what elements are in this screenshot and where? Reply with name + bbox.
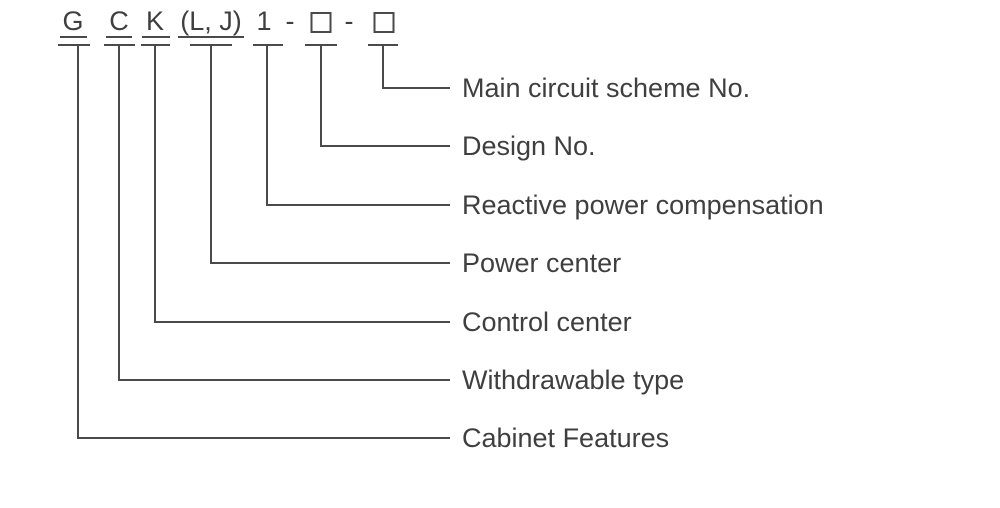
label-withdrawable-type: Withdrawable type — [462, 365, 685, 395]
code-char-1: 1 — [256, 6, 272, 36]
code-char-lj: (L, J) — [180, 6, 242, 36]
code-hyphen-2: - — [344, 6, 354, 36]
label-control-center: Control center — [462, 307, 632, 337]
square-placeholder-icon — [373, 12, 395, 33]
leader-lj — [190, 44, 450, 264]
label-cabinet-features: Cabinet Features — [462, 423, 670, 453]
leader-1 — [253, 44, 450, 206]
leader-k — [141, 44, 450, 323]
leader-g — [58, 44, 450, 439]
square-placeholder-icon — [310, 12, 332, 33]
code-char-g: G — [62, 6, 84, 36]
label-reactive-power-compensation: Reactive power compensation — [462, 190, 824, 220]
code-char-k: K — [145, 6, 165, 36]
leader-second-box — [368, 44, 450, 89]
label-design-no: Design No. — [462, 131, 596, 161]
leader-c — [104, 44, 450, 381]
label-power-center: Power center — [462, 248, 622, 278]
code-char-c: C — [109, 6, 129, 36]
leader-first-box — [305, 44, 450, 147]
label-main-circuit-scheme-no: Main circuit scheme No. — [462, 73, 751, 103]
code-hyphen-1: - — [285, 6, 295, 36]
